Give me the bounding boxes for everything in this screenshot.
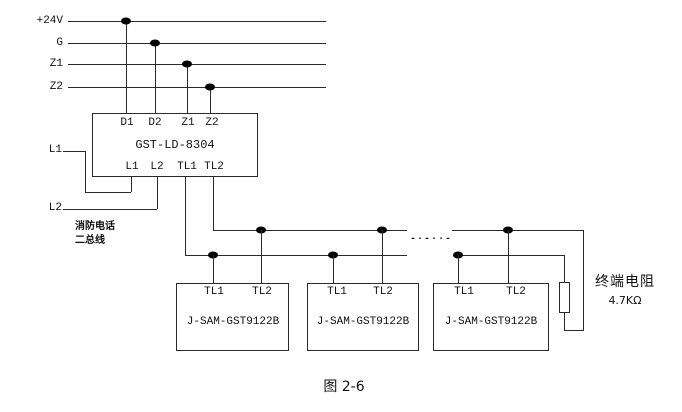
phone2-terminal-tl2: TL2 [373, 286, 393, 298]
label-l1: L1 [48, 144, 62, 156]
phone3-terminal-tl1: TL1 [454, 286, 474, 298]
figure-caption: 图 2-6 [323, 379, 365, 395]
junction-dot-24v [121, 17, 131, 25]
wire-tl2-bus-left [213, 230, 407, 231]
wire-phone3-tl2 [508, 230, 509, 283]
note-two-bus: 二总线 [75, 235, 105, 246]
phone1-title: J-SAM-GST9122B [186, 316, 280, 328]
phone-module-2 [307, 283, 419, 351]
wire-tl1-drop [185, 176, 186, 255]
module-terminal-z1: Z1 [181, 117, 195, 129]
phone1-terminal-tl1: TL1 [204, 286, 224, 298]
wire-tl1-bus-left [185, 255, 407, 256]
module-terminal-tl2: TL2 [204, 161, 224, 173]
wire-resistor-top [564, 255, 565, 282]
module-gst-ld-8304 [92, 113, 258, 177]
wire-d2-drop [155, 43, 156, 113]
phone-module-1 [176, 283, 289, 351]
bus-label-z2: Z2 [49, 81, 63, 93]
module-terminal-tl1: TL1 [177, 161, 197, 173]
module-terminal-d1: D1 [120, 117, 134, 129]
wire-l2-up [157, 176, 158, 209]
wire-phone3-tl1 [458, 255, 459, 283]
label-l2: L2 [48, 202, 62, 214]
wire-phone2-tl1 [333, 255, 334, 283]
junction-dot-z1 [182, 60, 192, 68]
bus-label-24v: +24V [36, 15, 63, 27]
resistor-value-label: 4.7KΩ [608, 294, 642, 307]
module-terminal-d2: D2 [148, 117, 162, 129]
wire-phone1-tl1 [213, 255, 214, 283]
phone-module-3 [433, 283, 549, 351]
wire-l1-up [131, 176, 132, 192]
wire-tl2-bus-right [452, 230, 583, 231]
wire-right-return [583, 230, 584, 330]
wire-tl2-drop [213, 176, 214, 230]
wire-phone1-tl2 [261, 230, 262, 283]
note-fire-telephone: 消防电话 [75, 221, 115, 232]
phone2-title: J-SAM-GST9122B [316, 316, 410, 328]
module-terminal-l1: L1 [125, 161, 139, 173]
bus-wire-z1 [68, 64, 326, 65]
module-terminal-z2: Z2 [205, 117, 219, 129]
wire-l1-stub [63, 151, 85, 152]
wire-resistor-bottom [564, 313, 565, 330]
bus-label-z1: Z1 [49, 58, 63, 70]
bus-wire-24v [68, 21, 326, 22]
phone3-title: J-SAM-GST9122B [444, 316, 538, 328]
wire-l1-bottom [85, 192, 131, 193]
junction-dot-z2 [205, 83, 215, 91]
phone1-terminal-tl2: TL2 [252, 286, 272, 298]
bus-break-symbol: -·-··- [410, 234, 453, 245]
resistor-symbol [559, 282, 570, 313]
wire-z2-drop [210, 87, 211, 113]
module-title: GST-LD-8304 [135, 138, 215, 152]
wire-resistor-link [564, 330, 584, 331]
wire-tl1-bus-right [455, 255, 564, 256]
wire-l1-down [85, 151, 86, 192]
phone3-terminal-tl2: TL2 [506, 286, 526, 298]
phone2-terminal-tl1: TL1 [327, 286, 347, 298]
module-terminal-l2: L2 [150, 161, 164, 173]
wire-phone2-tl2 [382, 230, 383, 283]
wire-d1-drop [126, 21, 127, 113]
resistor-name-label: 终端电阻 [595, 274, 655, 290]
bus-wire-z2 [68, 87, 326, 88]
junction-dot-g [150, 39, 160, 47]
wire-z1-drop [187, 64, 188, 113]
bus-wire-g [68, 43, 326, 44]
bus-label-g: G [56, 37, 63, 49]
wire-l2 [63, 209, 157, 210]
